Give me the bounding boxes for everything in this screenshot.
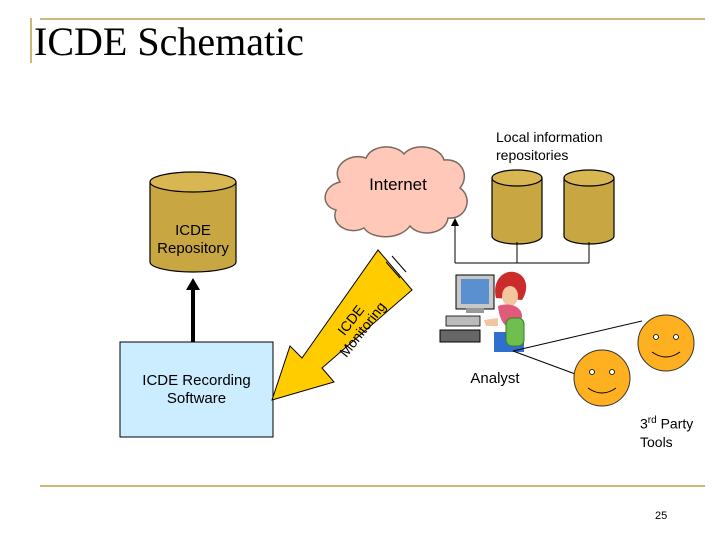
icde-repository-cylinder <box>149 171 237 273</box>
third-party-rest: Party Tools <box>640 415 694 450</box>
internet-cloud <box>324 146 468 238</box>
internet-label: Internet <box>369 175 427 194</box>
bottom-rule <box>40 485 705 487</box>
local-repos-label: Local information repositories <box>496 129 603 163</box>
slide-title: ICDE Schematic <box>34 19 304 64</box>
analyst-label: Analyst <box>470 370 520 387</box>
third-party-number: 3 <box>640 415 648 432</box>
local-repos-connectors <box>451 218 590 264</box>
icde-repository-label: ICDE Repository <box>157 222 229 257</box>
recording-to-repository-arrow <box>186 278 200 342</box>
local-repository-cylinder-1 <box>491 169 543 245</box>
analyst-tools-connectors <box>512 320 643 379</box>
third-party-superscript: rd <box>647 415 657 426</box>
third-party-tool-face-1 <box>637 314 695 372</box>
page-number: 25 <box>655 510 668 522</box>
local-repository-cylinder-2 <box>563 169 615 245</box>
left-rule <box>30 18 32 63</box>
third-party-tool-face-2 <box>573 349 631 407</box>
monitoring-arrow <box>271 249 413 401</box>
third-party-tools-label: 3rd Party Tools <box>640 412 710 451</box>
recording-software-box <box>119 341 274 438</box>
analyst-figure <box>439 271 527 352</box>
recording-software-label: ICDE Recording Software <box>142 372 251 407</box>
top-rule <box>40 18 705 20</box>
